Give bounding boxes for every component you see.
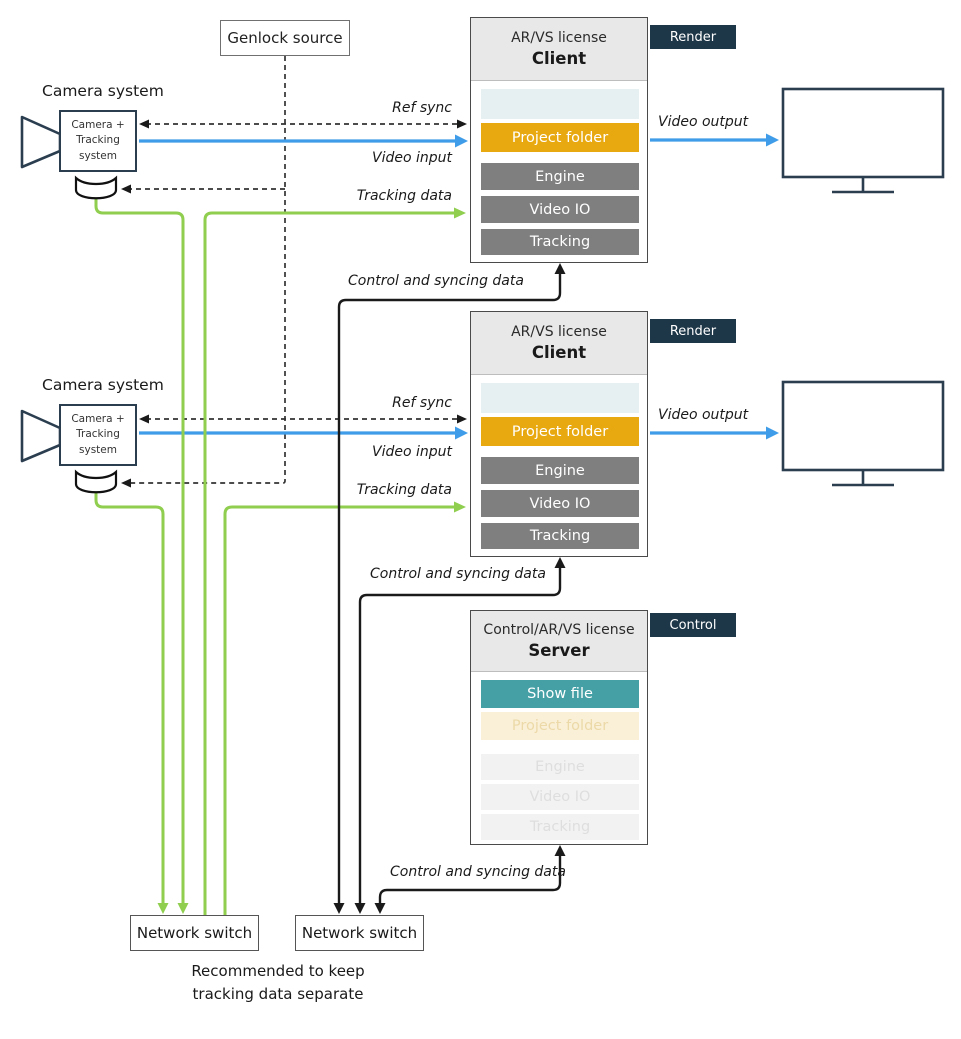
genlock-source-box: Genlock source: [220, 20, 350, 56]
camera-lens-icon-1: [20, 115, 62, 169]
tracking-sensor-icon-2: [74, 469, 118, 494]
server-role: Server: [528, 641, 590, 660]
camera-lens-icon-2: [20, 409, 62, 463]
network-switch-2: Network switch: [295, 915, 424, 951]
client-header-2: AR/VS license Client: [471, 312, 647, 375]
engine-row-faded: Engine: [481, 754, 639, 780]
client-header-1: AR/VS license Client: [471, 18, 647, 81]
show-file-slot: [481, 383, 639, 413]
video-output-label-1: Video output: [658, 114, 749, 130]
server-header: Control/AR/VS license Server: [471, 611, 647, 672]
render-tag-2: Render: [650, 319, 736, 343]
engine-row: Engine: [481, 163, 639, 190]
server-license: Control/AR/VS license: [483, 622, 635, 638]
camera-system-title-2: Camera system: [42, 376, 164, 394]
control-syncing-label-1: Control and syncing data: [348, 273, 524, 289]
client-license-2: AR/VS license: [511, 324, 607, 340]
tracking-data-label-2: Tracking data: [356, 482, 452, 498]
video-output-lines: [650, 138, 766, 435]
network-switch-label-2: Network switch: [301, 924, 418, 942]
tracking-row: Tracking: [481, 229, 639, 255]
tracking-arrowheads: [157, 207, 466, 914]
control-syncing-label-3: Control and syncing data: [390, 864, 566, 880]
network-switch-label-1: Network switch: [136, 924, 253, 942]
show-file-slot: [481, 89, 639, 119]
tracking-data-label-1: Tracking data: [356, 188, 452, 204]
genlock-source-label: Genlock source: [227, 29, 343, 47]
client-role-1: Client: [531, 49, 587, 68]
tracking-sensor-icon-1: [74, 175, 118, 200]
ref-sync-label-2: Ref sync: [392, 395, 452, 411]
tracking-row-faded: Tracking: [481, 814, 639, 840]
monitor-icon-1: [781, 87, 945, 194]
video-input-label-1: Video input: [372, 150, 452, 166]
monitor-icon-2: [781, 380, 945, 487]
client-role-2: Client: [531, 343, 587, 362]
genlock-sync-line: [127, 56, 286, 484]
video-io-row-faded: Video IO: [481, 784, 639, 810]
video-input-label-2: Video input: [372, 444, 452, 460]
client-node-2: AR/VS license Client Project folder Engi…: [470, 311, 648, 557]
show-file-row: Show file: [481, 680, 639, 708]
client-license-1: AR/VS license: [511, 30, 607, 46]
tracking-lines: [94, 196, 457, 917]
video-output-label-2: Video output: [658, 407, 749, 423]
client-node-1: AR/VS license Client Project folder Engi…: [470, 17, 648, 263]
camera-body-box-1: Camera + Tracking system: [59, 110, 137, 172]
project-folder-row: Project folder: [481, 123, 639, 152]
video-io-row: Video IO: [481, 490, 639, 517]
engine-row: Engine: [481, 457, 639, 484]
video-output-arrowheads: [766, 133, 779, 440]
server-node: Control/AR/VS license Server Show file P…: [470, 610, 648, 845]
tracking-row: Tracking: [481, 523, 639, 549]
control-syncing-label-2: Control and syncing data: [370, 566, 546, 582]
ref-sync-label-1: Ref sync: [392, 100, 452, 116]
project-folder-row-faded: Project folder: [481, 712, 639, 740]
camera-body-box-2: Camera + Tracking system: [59, 404, 137, 466]
tracking-separation-note: Recommended to keep tracking data separa…: [191, 962, 365, 1004]
video-io-row: Video IO: [481, 196, 639, 223]
network-switch-1: Network switch: [130, 915, 259, 951]
camera-system-title-1: Camera system: [42, 82, 164, 100]
project-folder-row: Project folder: [481, 417, 639, 446]
control-tag: Control: [650, 613, 736, 637]
render-tag-1: Render: [650, 25, 736, 49]
